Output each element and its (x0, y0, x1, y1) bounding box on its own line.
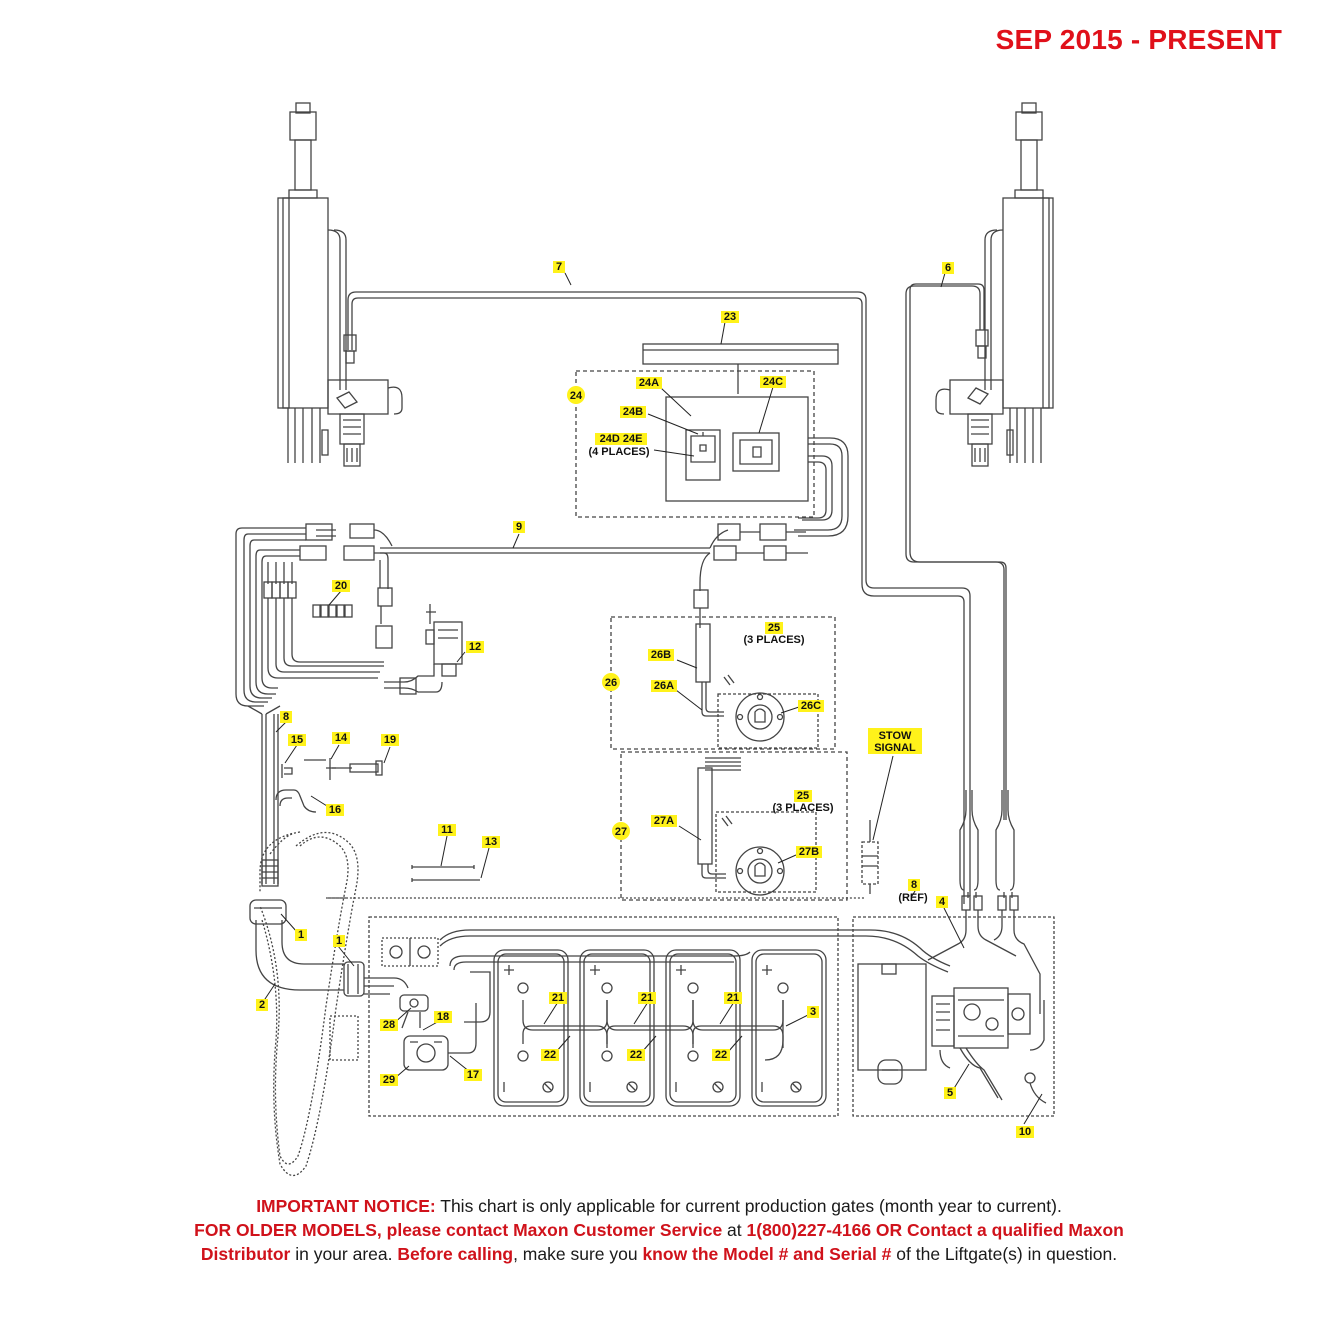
hydraulic-line-terminations (927, 790, 1041, 1014)
stow-signal-label-line1: STOW (879, 730, 912, 742)
callout-27a: 27A (654, 815, 674, 827)
callout-21a: 21 (552, 992, 564, 1004)
date-range-banner: SEP 2015 - PRESENT (995, 24, 1282, 55)
callouts: 7 6 23 24 24A 24C 24B 24D 24E (4 PLACES)… (256, 261, 1034, 1138)
callout-14: 14 (335, 732, 348, 744)
notice-heading: IMPORTANT NOTICE: (256, 1196, 436, 1216)
callout-24d-24e: 24D 24E (600, 433, 643, 445)
note-ref: (REF) (898, 892, 928, 904)
callout-7: 7 (556, 261, 562, 273)
callout-4: 4 (939, 896, 946, 908)
phone-number: 1(800)227-4166 OR Contact a qualified Ma… (746, 1220, 1124, 1240)
callout-26: 26 (605, 677, 617, 689)
callout-26b: 26B (651, 649, 671, 661)
callout-22b: 22 (630, 1049, 642, 1061)
callout-18: 18 (437, 1011, 449, 1023)
callout-1b: 1 (336, 935, 342, 947)
small-hardware (275, 758, 480, 882)
harness-9 (299, 523, 808, 649)
callout-10: 10 (1019, 1126, 1031, 1138)
callout-21c: 21 (727, 992, 739, 1004)
callout-9: 9 (516, 521, 522, 533)
switch-bar-23 (642, 343, 839, 394)
note-3-places-b: (3 PLACES) (772, 802, 833, 814)
sensor-group-27 (620, 751, 848, 901)
wire-bundle-8 (235, 527, 384, 887)
callout-15: 15 (291, 734, 303, 746)
switch-12 (384, 604, 463, 695)
jumper-cable-22a (522, 1025, 608, 1048)
jumper-cable-21a (522, 1000, 608, 1031)
callout-23: 23 (724, 311, 736, 323)
callout-25b: 25 (797, 790, 809, 802)
callout-28: 28 (383, 1019, 395, 1031)
callout-19: 19 (384, 734, 396, 746)
callout-2: 2 (259, 999, 265, 1011)
callout-8: 8 (283, 711, 289, 723)
callout-17: 17 (467, 1069, 479, 1081)
notice-line-1: IMPORTANT NOTICE: This chart is only app… (256, 1196, 1062, 1216)
jumper-cable-21b (606, 1000, 694, 1031)
right-hydraulic-cylinder (935, 102, 1054, 467)
cable-7 (343, 291, 971, 904)
notice-line-3: Distributor in your area. Before calling… (200, 1244, 1118, 1264)
callout-24b: 24B (623, 406, 643, 418)
battery-3 (665, 949, 741, 1107)
callout-8-ref: 8 (911, 879, 917, 891)
callout-29: 29 (383, 1074, 395, 1086)
callout-25a: 25 (768, 622, 780, 634)
jumper-cable-22b (606, 1025, 694, 1048)
callout-5: 5 (947, 1087, 953, 1099)
callout-13: 13 (485, 836, 497, 848)
terminals-20 (312, 604, 353, 618)
pump-unit-box (852, 892, 1055, 1117)
callout-20: 20 (335, 580, 347, 592)
callout-1a: 1 (298, 929, 304, 941)
loose-cable-loop (259, 831, 301, 892)
callout-16: 16 (329, 804, 341, 816)
callout-26c: 26C (801, 700, 821, 712)
note-3-places-a: (3 PLACES) (743, 634, 804, 646)
conduit-2 (249, 899, 365, 997)
callout-27b: 27B (799, 846, 819, 858)
battery-box (364, 916, 951, 1117)
stow-signal-connector (861, 820, 879, 894)
callout-26a: 26A (654, 680, 674, 692)
important-notice: IMPORTANT NOTICE: This chart is only app… (0, 1194, 1318, 1266)
control-box-24 (575, 370, 849, 537)
callout-3: 3 (810, 1006, 816, 1018)
callout-24c: 24C (763, 376, 783, 388)
note-4-places: (4 PLACES) (588, 446, 649, 458)
callout-6: 6 (945, 262, 951, 274)
callout-11: 11 (441, 824, 453, 836)
sensor-group-26 (610, 608, 836, 750)
cable-6 (905, 283, 1007, 820)
left-hydraulic-cylinder (277, 102, 403, 467)
battery-2 (579, 949, 655, 1107)
callout-24: 24 (570, 390, 583, 402)
battery-1 (493, 949, 569, 1107)
callout-21b: 21 (641, 992, 653, 1004)
leader-lines (262, 272, 1043, 1125)
battery-4 (751, 949, 827, 1107)
callout-12: 12 (469, 641, 481, 653)
stow-signal-label-line2: SIGNAL (874, 742, 916, 754)
notice-line-2: FOR OLDER MODELS, please contact Maxon C… (194, 1220, 1124, 1240)
callout-22a: 22 (544, 1049, 556, 1061)
callout-22c: 22 (715, 1049, 727, 1061)
jumper-cable-22c (692, 1025, 784, 1048)
callout-27: 27 (615, 826, 627, 838)
callout-24a: 24A (639, 377, 659, 389)
